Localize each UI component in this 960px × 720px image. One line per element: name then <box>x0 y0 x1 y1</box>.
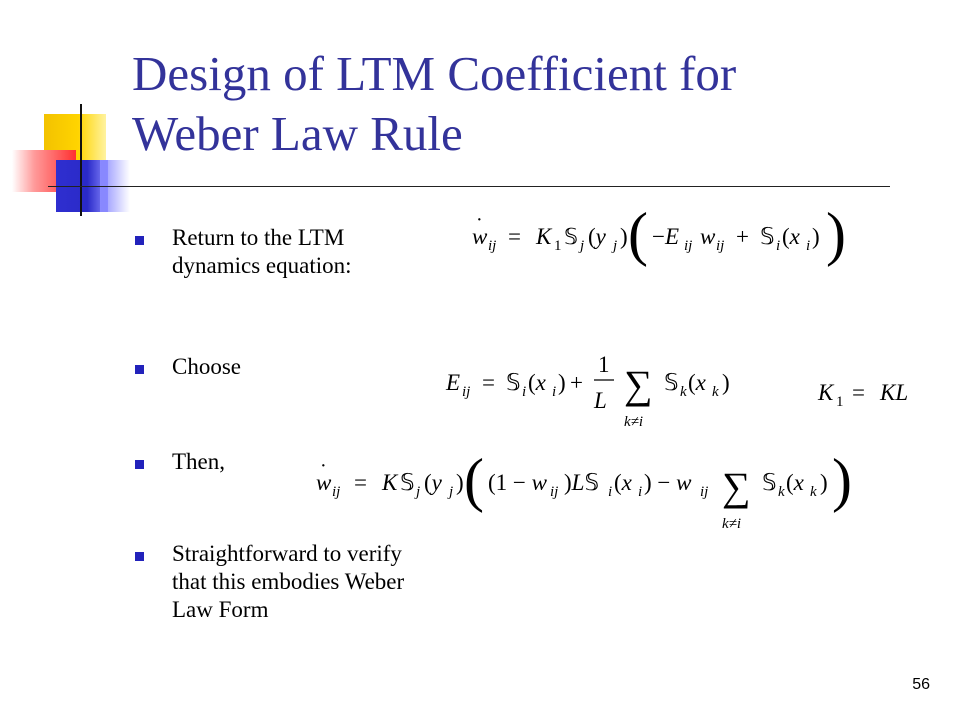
svg-text:KL: KL <box>879 380 908 405</box>
svg-text:): ) <box>620 224 628 249</box>
svg-text:k: k <box>680 384 687 400</box>
svg-text:1: 1 <box>836 394 844 410</box>
svg-text:): ) <box>456 470 464 495</box>
svg-text:): ) <box>558 370 566 395</box>
svg-text:) − w: ) − w <box>644 470 692 495</box>
equation-weber-ltm: w · ij = K 𝕊 j (y j ) ( (1 − w ij )L𝕊 i … <box>312 447 922 534</box>
svg-text:i: i <box>522 384 526 400</box>
equation-k1: K 1 = KL <box>816 372 936 412</box>
svg-text:K: K <box>535 224 553 249</box>
svg-text:=: = <box>852 380 865 405</box>
svg-text:ij: ij <box>332 484 340 500</box>
svg-text:w: w <box>472 224 488 249</box>
svg-text:): ) <box>820 470 828 495</box>
bullet-4-line-3: Law Form <box>172 597 269 622</box>
svg-text:k≠i: k≠i <box>624 414 643 430</box>
svg-text:E: E <box>445 370 460 395</box>
bullet-marker <box>135 460 144 469</box>
svg-text:k: k <box>778 484 785 500</box>
svg-text:𝕊: 𝕊 <box>762 470 777 495</box>
svg-text:ij: ij <box>684 238 692 254</box>
svg-text:(1 − w: (1 − w <box>488 470 548 495</box>
svg-text:i: i <box>638 484 642 500</box>
svg-text:1: 1 <box>598 352 610 377</box>
svg-text:(x: (x <box>782 224 801 249</box>
svg-text:i: i <box>552 384 556 400</box>
svg-text:∑: ∑ <box>722 464 751 509</box>
svg-text:𝕊: 𝕊 <box>664 370 679 395</box>
bullet-marker <box>135 236 144 245</box>
svg-text:): ) <box>826 201 846 267</box>
decor-vertical-line <box>80 104 82 216</box>
svg-text:j: j <box>611 238 617 254</box>
svg-text:ij: ij <box>550 484 558 500</box>
svg-text:+: + <box>736 224 749 249</box>
svg-text:+: + <box>570 370 583 395</box>
svg-text:j: j <box>578 238 584 254</box>
bullet-text-4: Straightforward to verify that this embo… <box>172 540 404 624</box>
svg-text:): ) <box>812 224 820 249</box>
page-number: 56 <box>912 676 930 693</box>
bullet-1-line-2: dynamics equation: <box>172 253 352 278</box>
svg-text:=: = <box>354 470 367 495</box>
svg-text:(x: (x <box>786 470 805 495</box>
slide-title: Design of LTM Coefficient for Weber Law … <box>132 44 932 164</box>
svg-text:i: i <box>776 238 780 254</box>
bullet-text-1: Return to the LTM dynamics equation: <box>172 224 352 280</box>
svg-text:)L𝕊: )L𝕊 <box>564 470 599 495</box>
bullet-4-line-2: that this embodies Weber <box>172 569 405 594</box>
svg-text:(y: (y <box>424 470 443 495</box>
svg-text:i: i <box>608 484 612 500</box>
svg-text:): ) <box>832 447 852 513</box>
svg-text:−E: −E <box>652 224 679 249</box>
svg-text:(x: (x <box>688 370 707 395</box>
svg-text:j: j <box>447 484 453 500</box>
bullet-marker <box>135 365 144 374</box>
svg-text:ij: ij <box>700 484 708 500</box>
svg-text:k≠i: k≠i <box>722 516 741 532</box>
bullet-text-2: Choose <box>172 353 241 381</box>
title-line-2: Weber Law Rule <box>132 106 463 161</box>
bullet-2-line-1: Choose <box>172 354 241 379</box>
svg-text:(: ( <box>464 447 484 513</box>
svg-text:·: · <box>476 209 483 231</box>
svg-text:𝕊: 𝕊 <box>564 224 578 249</box>
svg-text:k: k <box>712 384 719 400</box>
svg-text:(x: (x <box>614 470 633 495</box>
bullet-3-line-1: Then, <box>172 449 226 474</box>
svg-text:1: 1 <box>554 238 562 254</box>
svg-text:=: = <box>508 224 521 249</box>
svg-text:=: = <box>482 370 495 395</box>
svg-text:·: · <box>320 455 327 477</box>
svg-text:ij: ij <box>462 384 470 400</box>
svg-text:(: ( <box>628 201 648 267</box>
bullet-text-3: Then, <box>172 448 225 476</box>
svg-text:𝕊: 𝕊 <box>760 224 775 249</box>
svg-text:w: w <box>700 224 716 249</box>
equation-e-ij: E ij = 𝕊 i (x i ) + 1 L ∑ k≠i 𝕊 k (x k ) <box>444 338 774 434</box>
svg-text:): ) <box>722 370 730 395</box>
title-underline <box>48 186 890 187</box>
svg-text:L: L <box>593 388 607 413</box>
title-line-1: Design of LTM Coefficient for <box>132 46 737 101</box>
svg-text:K: K <box>817 380 835 405</box>
svg-text:∑: ∑ <box>624 362 653 407</box>
svg-text:𝕊: 𝕊 <box>506 370 521 395</box>
bullet-1-line-1: Return to the LTM <box>172 225 345 250</box>
svg-text:k: k <box>810 484 817 500</box>
bullet-4-line-1: Straightforward to verify <box>172 541 402 566</box>
bullet-marker <box>135 552 144 561</box>
svg-text:(x: (x <box>528 370 547 395</box>
svg-text:w: w <box>316 470 332 495</box>
svg-text:ij: ij <box>716 238 724 254</box>
svg-text:i: i <box>806 238 810 254</box>
svg-text:ij: ij <box>488 238 496 254</box>
equation-ltm-dynamics: w · ij = K 1 𝕊 j (y j ) ( −E ij w ij + 𝕊… <box>468 196 888 272</box>
svg-text:K: K <box>381 470 399 495</box>
svg-text:j: j <box>414 484 420 500</box>
svg-text:(y: (y <box>588 224 607 249</box>
svg-text:𝕊: 𝕊 <box>400 470 415 495</box>
